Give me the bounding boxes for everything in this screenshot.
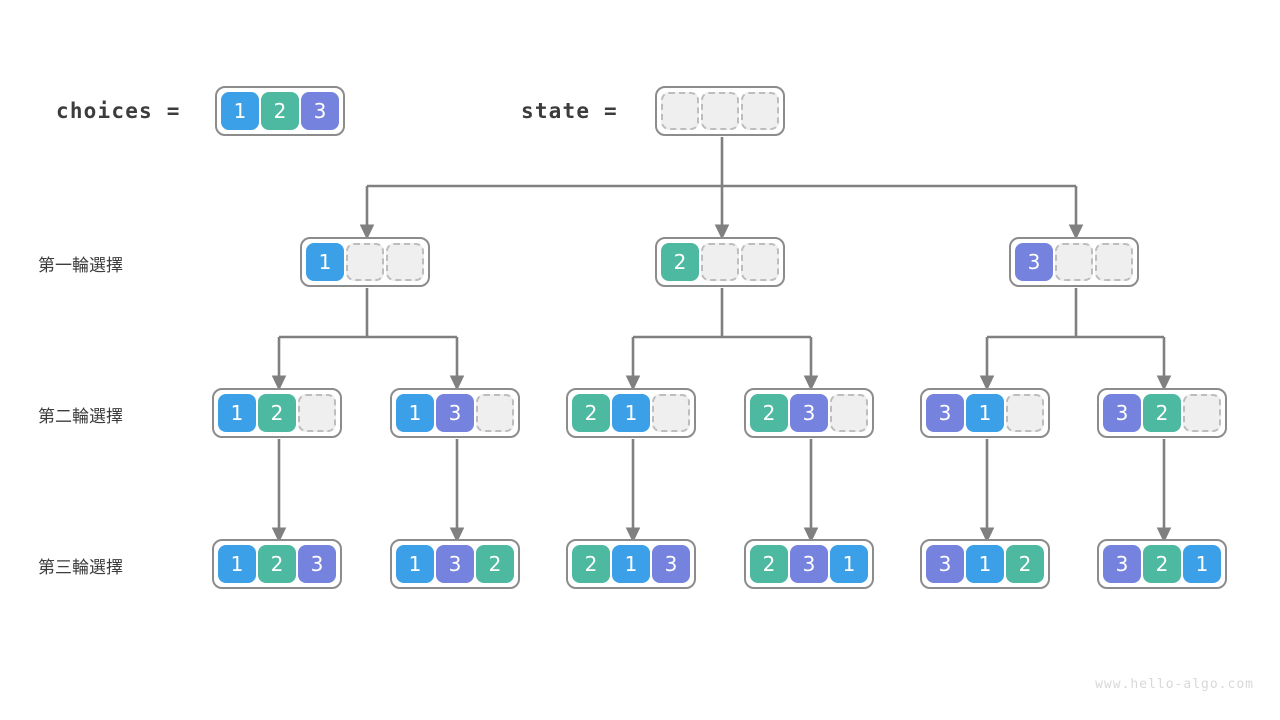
level1-node-2: 2 — [655, 237, 785, 287]
level2-node-4: 2 3 — [744, 388, 874, 438]
row-label-level-1: 第一輪選擇 — [38, 256, 123, 276]
level3-node-5-cell-0: 3 — [926, 545, 964, 583]
level3-node-2-cell-0: 1 — [396, 545, 434, 583]
level2-node-4-cell-1: 3 — [790, 394, 828, 432]
level2-node-2-cell-1: 3 — [436, 394, 474, 432]
state-cell-1 — [701, 92, 739, 130]
choices-array: 1 2 3 — [215, 86, 345, 136]
level2-node-4-cell-0: 2 — [750, 394, 788, 432]
level2-node-6-cell-1: 2 — [1143, 394, 1181, 432]
level3-node-2: 1 3 2 — [390, 539, 520, 589]
level2-node-6: 3 2 — [1097, 388, 1227, 438]
level3-node-3-cell-0: 2 — [572, 545, 610, 583]
state-cell-2 — [741, 92, 779, 130]
choices-cell-0: 1 — [221, 92, 259, 130]
level3-node-3: 2 1 3 — [566, 539, 696, 589]
level1-node-1-cell-0: 1 — [306, 243, 344, 281]
level1-node-2-cell-2 — [741, 243, 779, 281]
level2-node-3-cell-1: 1 — [612, 394, 650, 432]
level3-node-2-cell-1: 3 — [436, 545, 474, 583]
level3-node-6-cell-0: 3 — [1103, 545, 1141, 583]
level3-node-6-cell-1: 2 — [1143, 545, 1181, 583]
level2-node-1-cell-1: 2 — [258, 394, 296, 432]
level2-node-3-cell-2 — [652, 394, 690, 432]
level3-node-4: 2 3 1 — [744, 539, 874, 589]
level2-node-3: 2 1 — [566, 388, 696, 438]
row-label-level-2: 第二輪選擇 — [38, 407, 123, 427]
level2-node-6-cell-2 — [1183, 394, 1221, 432]
level1-node-3-cell-2 — [1095, 243, 1133, 281]
level3-node-4-cell-0: 2 — [750, 545, 788, 583]
level3-node-1-cell-0: 1 — [218, 545, 256, 583]
row-label-level-3: 第三輪選擇 — [38, 558, 123, 578]
level3-node-1-cell-2: 3 — [298, 545, 336, 583]
site-watermark: www.hello-algo.com — [1095, 677, 1254, 692]
level1-node-2-cell-0: 2 — [661, 243, 699, 281]
level3-node-3-cell-1: 1 — [612, 545, 650, 583]
level2-node-1-cell-0: 1 — [218, 394, 256, 432]
choices-label: choices = — [56, 99, 181, 123]
level2-node-2: 1 3 — [390, 388, 520, 438]
choices-cell-1: 2 — [261, 92, 299, 130]
level3-node-2-cell-2: 2 — [476, 545, 514, 583]
level1-node-1-cell-1 — [346, 243, 384, 281]
level1-node-2-cell-1 — [701, 243, 739, 281]
level2-node-4-cell-2 — [830, 394, 868, 432]
level2-node-1: 1 2 — [212, 388, 342, 438]
level1-node-1: 1 — [300, 237, 430, 287]
level3-node-4-cell-1: 3 — [790, 545, 828, 583]
level2-node-3-cell-0: 2 — [572, 394, 610, 432]
level3-node-5: 3 1 2 — [920, 539, 1050, 589]
level1-node-3: 3 — [1009, 237, 1139, 287]
level3-node-1: 1 2 3 — [212, 539, 342, 589]
level3-node-4-cell-2: 1 — [830, 545, 868, 583]
choices-cell-2: 3 — [301, 92, 339, 130]
level3-node-6-cell-2: 1 — [1183, 545, 1221, 583]
level1-node-1-cell-2 — [386, 243, 424, 281]
level1-node-3-cell-1 — [1055, 243, 1093, 281]
level2-node-5: 3 1 — [920, 388, 1050, 438]
level1-node-3-cell-0: 3 — [1015, 243, 1053, 281]
level3-node-1-cell-1: 2 — [258, 545, 296, 583]
level2-node-5-cell-2 — [1006, 394, 1044, 432]
state-cell-0 — [661, 92, 699, 130]
level3-node-5-cell-2: 2 — [1006, 545, 1044, 583]
level2-node-2-cell-0: 1 — [396, 394, 434, 432]
level2-node-5-cell-0: 3 — [926, 394, 964, 432]
state-label: state = — [521, 99, 618, 123]
level2-node-1-cell-2 — [298, 394, 336, 432]
state-array-root — [655, 86, 785, 136]
level2-node-5-cell-1: 1 — [966, 394, 1004, 432]
level3-node-5-cell-1: 1 — [966, 545, 1004, 583]
level2-node-6-cell-0: 3 — [1103, 394, 1141, 432]
level3-node-3-cell-2: 3 — [652, 545, 690, 583]
level3-node-6: 3 2 1 — [1097, 539, 1227, 589]
level2-node-2-cell-2 — [476, 394, 514, 432]
